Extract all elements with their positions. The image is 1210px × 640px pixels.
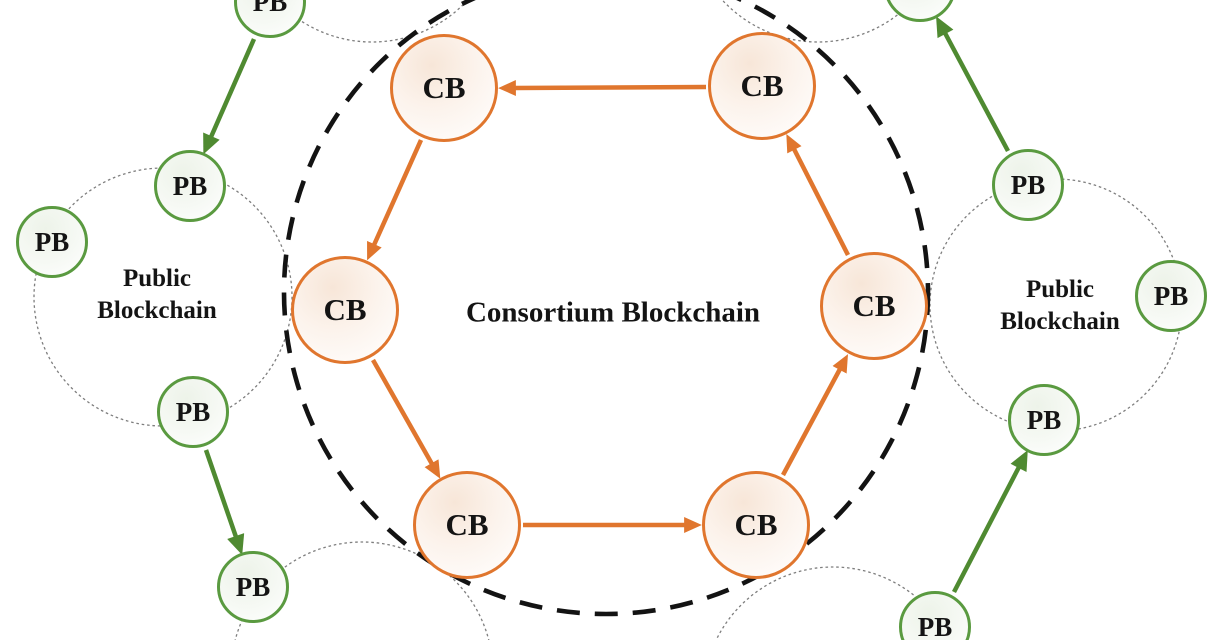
public-arrow-4 xyxy=(936,16,1010,153)
pb-node-label: PB xyxy=(1026,404,1062,435)
cb-node-6: CB xyxy=(702,471,810,579)
pb-node-9: PB xyxy=(217,551,289,623)
cb-node-label: CB xyxy=(445,507,489,542)
pb-node-3: PB xyxy=(157,376,229,448)
public-label-line2: Blockchain xyxy=(97,297,217,324)
public-label-line1: Public xyxy=(1025,276,1095,303)
pb-node-label: PB xyxy=(175,396,211,427)
cluster-ring-bottom-right xyxy=(715,566,951,640)
pb-node-label: PB xyxy=(1153,280,1189,311)
cb-node-3: CB xyxy=(291,256,399,364)
cb-node-label: CB xyxy=(852,288,896,323)
pb-node-1: PB xyxy=(154,150,226,222)
pb-node-label: PB xyxy=(252,0,288,17)
pb-node-label: PB xyxy=(1010,169,1046,200)
consortium-arrow-1 xyxy=(498,79,707,96)
pb-node-6: PB xyxy=(1008,384,1080,456)
pb-node-4: PB xyxy=(992,149,1064,221)
consortium-boundary-dashed-ring xyxy=(281,0,931,617)
pb-node-label: PB xyxy=(235,571,271,602)
pb-node-label: PB xyxy=(172,170,208,201)
pb-node-label: PB xyxy=(917,611,953,640)
cb-node-2: CB xyxy=(708,32,816,140)
consortium-arrow-2 xyxy=(367,139,424,261)
consortium-arrow-5 xyxy=(781,354,848,477)
public-arrow-3 xyxy=(952,450,1028,594)
cb-node-4: CB xyxy=(820,252,928,360)
pb-node-5: PB xyxy=(1135,260,1207,332)
public-arrow-2 xyxy=(203,449,245,555)
pb-node-label: PB xyxy=(903,0,938,2)
cluster-ring-bottom-left xyxy=(234,541,490,640)
pb-node-2: PB xyxy=(16,206,88,278)
public-arrow-1 xyxy=(203,38,257,155)
pb-node-label: PB xyxy=(34,226,70,257)
cb-node-label: CB xyxy=(734,507,778,542)
cb-node-label: CB xyxy=(422,70,466,105)
consortium-arrow-6 xyxy=(786,133,851,257)
cb-node-1: CB xyxy=(390,34,498,142)
consortium-blockchain-label: Consortium Blockchain xyxy=(465,296,761,329)
public-label-line2: Blockchain xyxy=(1000,308,1120,335)
cb-node-5: CB xyxy=(413,471,521,579)
consortium-arrow-3 xyxy=(371,358,441,479)
public-label-line1: Public xyxy=(122,265,192,292)
cb-node-label: CB xyxy=(323,292,367,327)
cb-node-label: CB xyxy=(740,68,784,103)
